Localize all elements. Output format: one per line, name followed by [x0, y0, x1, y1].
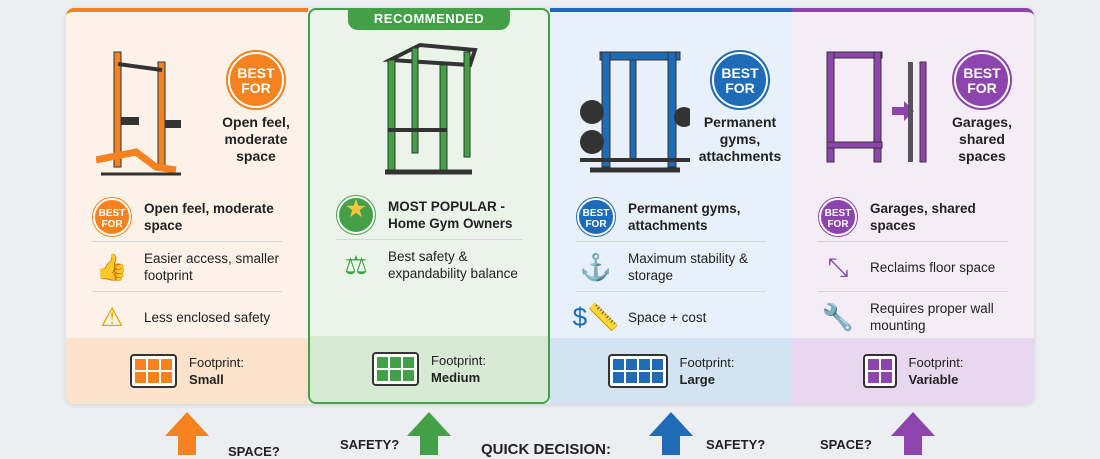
footprint-grid-icon	[607, 354, 668, 388]
feature-row: ⚖ Best safety & expandability balance	[336, 242, 522, 288]
row-divider	[92, 291, 282, 292]
hero-best-for-text: Permanent gyms, attachments	[698, 114, 782, 164]
footprint-label: Footprint:	[431, 353, 486, 368]
feature-text: Maximum stability & storage	[628, 251, 749, 283]
star-icon: ★	[336, 195, 376, 235]
wrench-screwdriver-icon: 🔧	[821, 301, 855, 332]
feature-text: MOST POPULAR - Home Gym Owners	[388, 199, 513, 231]
rack-illustration-icon	[380, 40, 480, 185]
feature-text: Requires proper wall mounting	[870, 301, 994, 333]
footprint-value: Small	[189, 372, 224, 387]
feature-row: ⚠ Less enclosed safety	[92, 294, 282, 340]
feature-text: Permanent gyms, attachments	[628, 201, 741, 233]
footprint-grid-icon	[130, 354, 178, 388]
rack-illustration-icon	[95, 42, 186, 187]
feature-text: Space + cost	[628, 309, 707, 325]
rack-illustration-icon	[822, 42, 932, 187]
feature-row: ⚓ Maximum stability & storage	[576, 244, 766, 290]
feature-text: Easier access, smaller footprint	[144, 251, 280, 283]
feature-row: $📏 Space + cost	[572, 294, 766, 340]
column-green: RECOMMENDED ★ MOST POPULAR - Home Gym Owne…	[308, 8, 550, 404]
footprint-grid-icon	[862, 354, 897, 388]
footprint-label: Footprint:	[908, 355, 964, 370]
dollar-ruler-icon: $📏	[572, 301, 620, 332]
row-divider	[576, 291, 766, 292]
footprint-band: Footprint: Medium	[310, 336, 548, 402]
feature-row: ⤡ Reclaims floor space	[818, 244, 1008, 290]
anchor-icon: ⚓	[579, 251, 613, 282]
footprint-band: Footprint: Variable	[792, 338, 1034, 404]
footprint-value: Variable	[908, 372, 959, 387]
footprint-band: Footprint: Large	[550, 338, 792, 404]
safety-question-right: SAFETY?	[706, 437, 766, 452]
feature-row: 🔧 Requires proper wall mounting	[818, 294, 1008, 340]
space-question-left: SPACE?	[228, 444, 280, 459]
rack-illustration-area	[310, 40, 548, 180]
thumbs-up-icon: 👍	[95, 251, 129, 282]
feature-text: Less enclosed safety	[144, 309, 271, 325]
balance-scale-icon: ⚖	[344, 249, 368, 280]
footprint-band: Footprint: Small	[66, 338, 308, 404]
footprint-label: Footprint:	[679, 355, 735, 370]
hero-best-for-text: Open feel, moderate space	[222, 114, 290, 164]
footprint-value: Large	[679, 372, 715, 387]
row-divider	[818, 291, 1008, 292]
footprint-label: Footprint:	[189, 355, 244, 370]
safety-question-left: SAFETY?	[340, 437, 400, 452]
feature-row: ★ MOST POPULAR - Home Gym Owners	[336, 192, 522, 238]
row-divider	[818, 241, 1008, 242]
feature-text: Garages, shared spaces	[870, 201, 976, 233]
recommended-badge: RECOMMENDED	[347, 8, 511, 30]
row-divider	[336, 239, 522, 240]
footprint-grid-icon	[372, 352, 420, 386]
expand-arrows-icon: ⤡	[827, 251, 849, 282]
feature-text: Open feel, moderate space	[144, 201, 274, 233]
hero-best-for-text: Garages, shared spaces	[952, 114, 1012, 164]
footprint-value: Medium	[431, 370, 481, 385]
feature-text: Reclaims floor space	[870, 259, 996, 275]
rack-illustration-icon	[580, 42, 694, 187]
row-divider	[92, 241, 282, 242]
space-question-right: SPACE?	[820, 437, 872, 452]
warning-icon: ⚠	[100, 301, 124, 332]
feature-row: 👍 Easier access, smaller footprint	[92, 244, 282, 290]
feature-text: Best safety & expandability balance	[388, 249, 518, 281]
row-divider	[576, 241, 766, 242]
